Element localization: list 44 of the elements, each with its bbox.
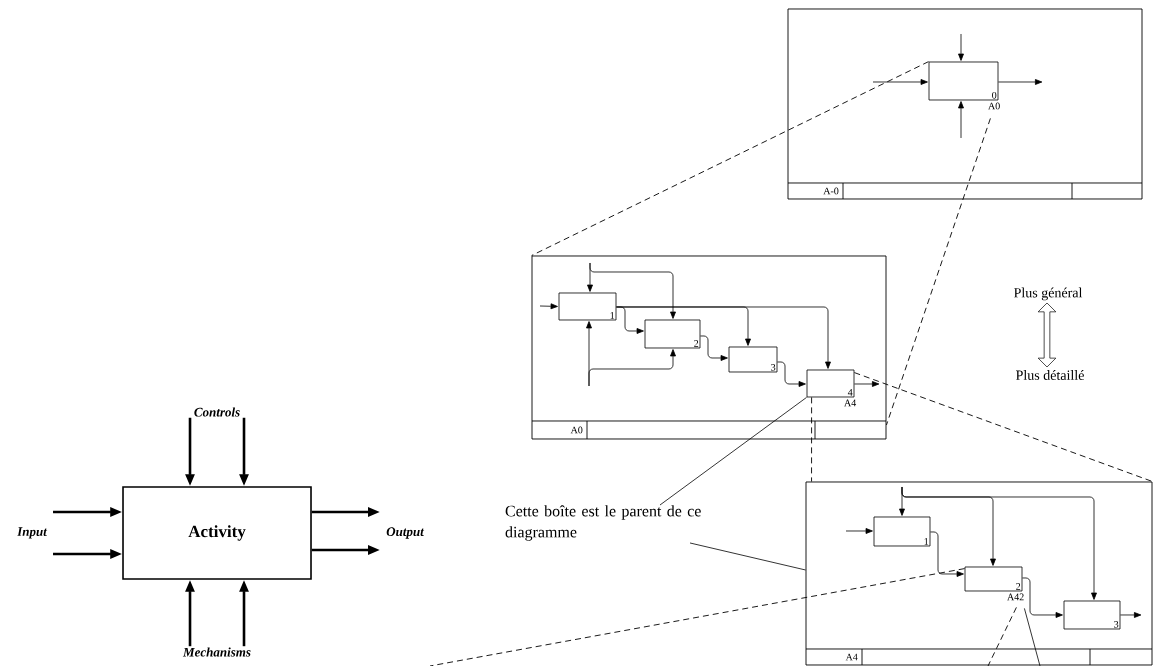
arrow-label: Mechanisms [182,647,251,657]
arrow-label: Input [17,527,48,539]
dashed-line [531,61,930,256]
process-box: 3 [728,346,778,373]
caption-text: Cette boîte est le parent de ce diagramme [505,505,701,541]
arrow [1120,612,1142,618]
arrow [958,33,964,61]
arrow [845,528,873,534]
process-box: 2 [644,319,701,349]
leader-line [689,542,806,571]
leader-line [1024,608,1041,666]
scale-label: Plus général [1014,287,1083,301]
leader-line [659,397,807,506]
arrow [1022,577,1063,618]
arrow-label: Controls [194,407,240,417]
dashed-line [811,396,813,482]
process-box: 3 [1063,600,1121,630]
arrow [901,486,1097,600]
dashed-line [429,568,966,666]
arrow [777,361,806,387]
process-box: 4 [806,369,855,398]
arrow [588,349,676,387]
arrow-label: Output [386,527,425,539]
box-label: A42 [1007,593,1024,601]
arrow [854,381,880,387]
process-box: 0 [928,61,999,101]
arrow [589,262,676,319]
dashed-line [987,606,1017,666]
arrow [539,303,558,310]
dashed-line [886,117,991,426]
scale-label: Plus détaillé [1016,370,1084,380]
process-box: 2 [964,566,1023,592]
box-label: A0 [988,102,1000,110]
activity-box: Activity [122,486,312,580]
arrow [958,101,964,139]
process-box: 1 [558,292,617,321]
dashed-line [853,372,1153,482]
arrow [998,79,1043,85]
arrow [930,531,964,577]
arrow [872,79,928,85]
process-box: 1 [873,516,931,547]
arrow [700,335,728,361]
box-label: A4 [844,399,857,407]
arrow [616,306,831,369]
